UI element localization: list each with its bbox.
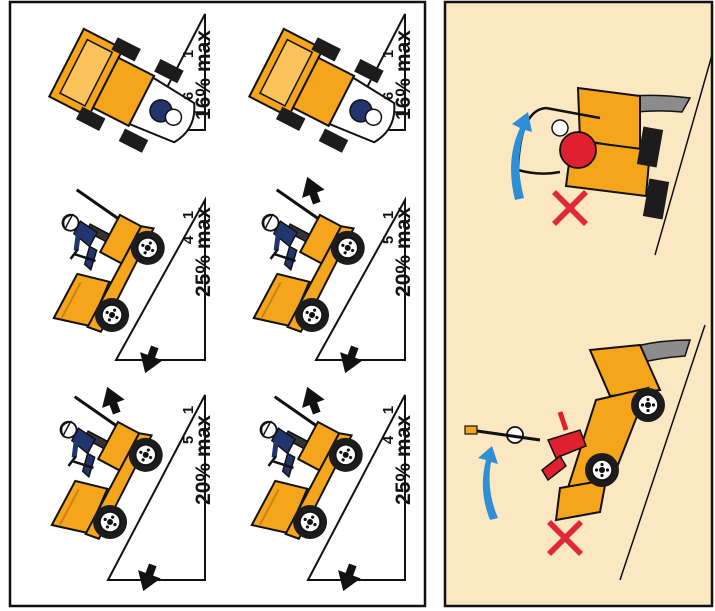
percent-label-4: 16% max xyxy=(392,30,415,120)
rise-label-6: 1 xyxy=(380,406,397,414)
rise-label-3: 1 xyxy=(180,406,197,414)
percent-label-2: 25% max xyxy=(192,207,215,297)
percent-label-1: 16% max xyxy=(192,30,215,120)
percent-label-5: 20% max xyxy=(392,207,415,297)
percent-label-3: 20% max xyxy=(192,415,215,505)
percent-label-6: 25% max xyxy=(392,415,415,505)
